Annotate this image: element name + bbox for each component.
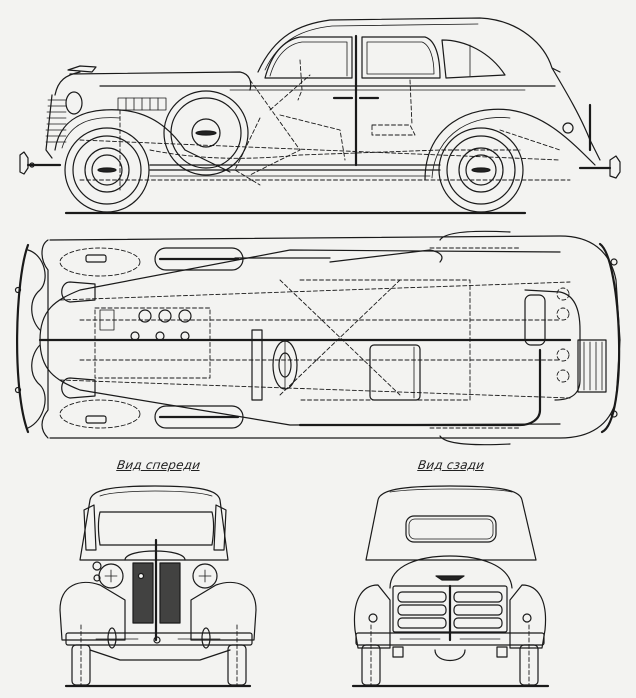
front-view-caption: Вид спереди <box>116 458 202 472</box>
side-view <box>19 17 621 215</box>
front-view <box>59 485 257 688</box>
rear-view <box>351 485 550 688</box>
rear-view-caption: Вид сзади <box>417 458 486 472</box>
top-view <box>14 230 621 446</box>
